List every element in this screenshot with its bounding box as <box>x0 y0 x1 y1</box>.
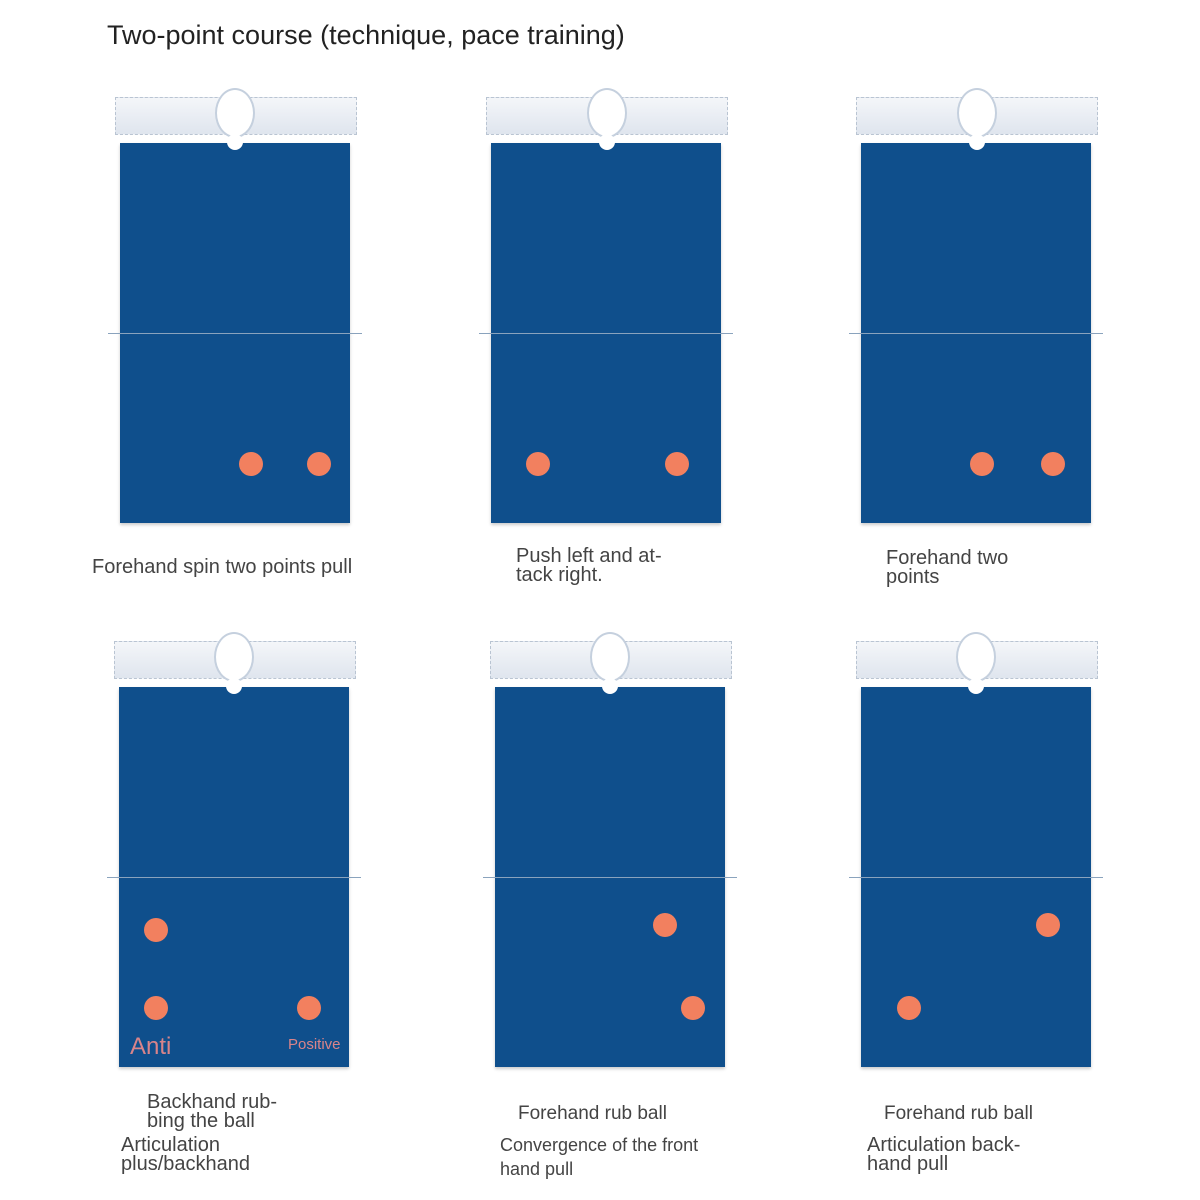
caption: Push left and at- tack right. <box>516 545 662 586</box>
ball-landing-point <box>653 913 677 937</box>
caption: Forehand two points <box>886 547 1009 588</box>
caption-line: points <box>886 566 940 588</box>
caption-line: Forehand two <box>886 547 1009 569</box>
robot-head-icon <box>587 88 627 138</box>
net <box>108 333 362 334</box>
net <box>107 877 361 878</box>
ball-landing-point <box>526 452 550 476</box>
robot-head-icon <box>957 88 997 138</box>
ball-landing-point <box>1041 452 1065 476</box>
ball-landing-point <box>897 996 921 1020</box>
caption: Forehand rub ball <box>518 1103 667 1124</box>
net <box>479 333 733 334</box>
robot-head-icon <box>215 88 255 138</box>
net <box>849 877 1103 878</box>
robot-nozzle <box>602 678 618 694</box>
anti-label: Anti <box>130 1033 172 1060</box>
ball-landing-point <box>665 452 689 476</box>
robot-head-icon <box>214 632 254 682</box>
robot-nozzle <box>969 134 985 150</box>
ball-landing-point <box>681 996 705 1020</box>
caption: Backhand rub- bing the ball <box>147 1091 278 1132</box>
robot-nozzle <box>599 134 615 150</box>
positive-label: Positive <box>288 1036 341 1053</box>
ball-landing-point <box>307 452 331 476</box>
robot-nozzle <box>968 678 984 694</box>
caption-line: tack right. <box>516 564 603 586</box>
ball-landing-point <box>239 452 263 476</box>
page-title: Two-point course (technique, pace traini… <box>107 20 625 50</box>
net <box>849 333 1103 334</box>
net <box>483 877 737 878</box>
robot-head-icon <box>590 632 630 682</box>
caption-line: bing the ball <box>147 1110 255 1132</box>
caption-line: plus/backhand <box>121 1153 250 1175</box>
ball-landing-point <box>1036 913 1060 937</box>
ball-landing-point <box>297 996 321 1020</box>
ball-landing-point <box>144 918 168 942</box>
caption-line: Backhand rub- <box>147 1091 278 1113</box>
sub-caption: Articulation plus/backhand <box>121 1134 250 1175</box>
caption: Forehand spin two points pull <box>92 556 353 578</box>
robot-nozzle <box>227 134 243 150</box>
caption-line: Articulation <box>121 1134 220 1156</box>
caption-line: Articulation back- <box>867 1134 1021 1156</box>
caption: Forehand rub ball <box>884 1103 1033 1124</box>
robot-head-icon <box>956 632 996 682</box>
table <box>849 687 1103 1067</box>
ball-landing-point <box>970 452 994 476</box>
sub-caption: Convergence of the front hand pull <box>500 1133 698 1181</box>
caption-line: Convergence of the front <box>500 1135 699 1155</box>
ball-landing-point <box>144 996 168 1020</box>
caption-line: hand pull <box>867 1153 949 1175</box>
caption-line: Push left and at- <box>516 545 662 567</box>
sub-caption: Articulation back- hand pull <box>867 1134 1021 1175</box>
caption-line: hand pull <box>500 1159 574 1179</box>
robot-nozzle <box>226 678 242 694</box>
